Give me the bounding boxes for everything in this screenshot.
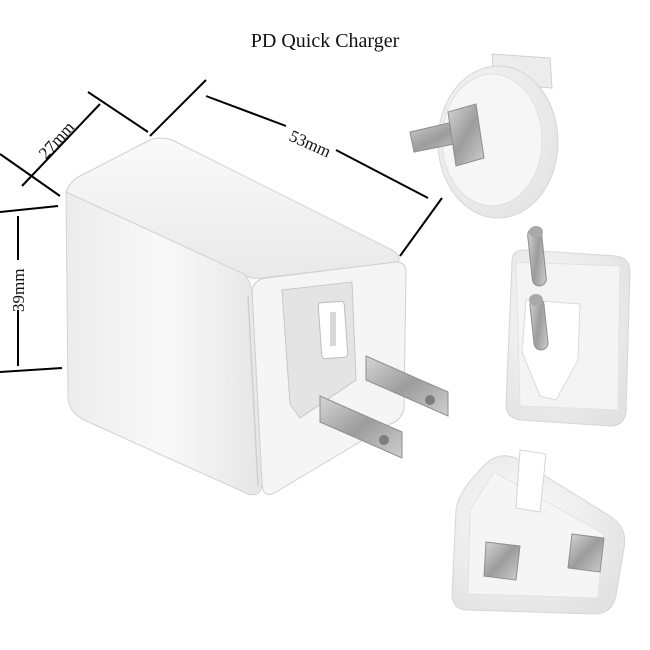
- depth-label: 27mm: [35, 118, 78, 163]
- charger-body: [65, 137, 407, 496]
- length-label: 53mm: [286, 126, 333, 161]
- eu-plug-adapter: [505, 226, 631, 427]
- uk-plug-adapter: [451, 449, 626, 615]
- height-label: 39mm: [9, 269, 28, 312]
- dimension-length: [149, 79, 443, 257]
- au-plug-adapter: [409, 53, 559, 219]
- dimension-depth: [0, 91, 149, 197]
- dimension-height: [0, 205, 63, 373]
- us-blade-pins: [319, 355, 449, 459]
- page-title: PD Quick Charger: [250, 30, 400, 52]
